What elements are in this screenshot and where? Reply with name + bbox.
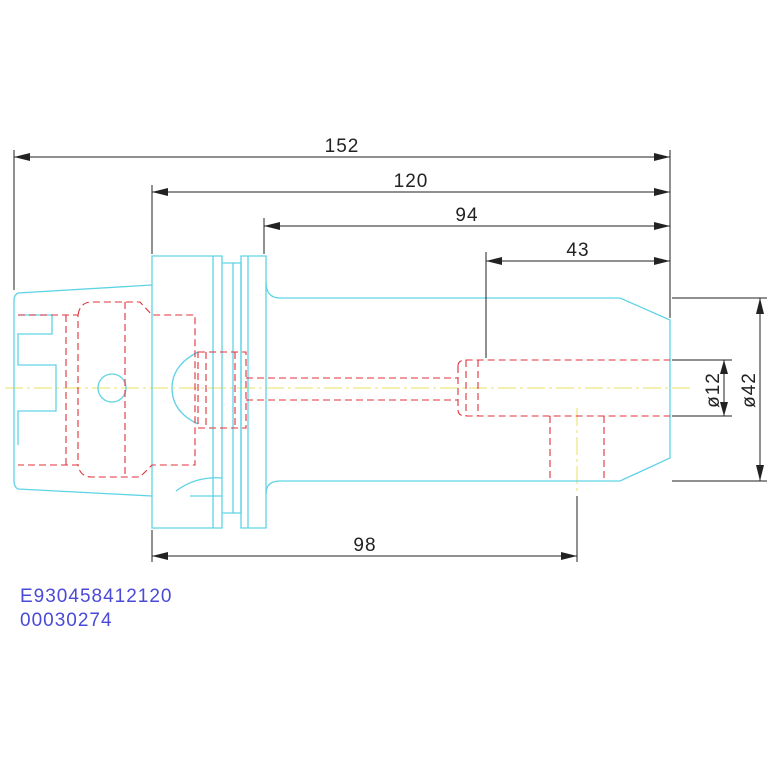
dim-label-98: 98 [353,535,376,556]
dim-label-bore-diameter: ø12 [703,372,724,408]
dimension-geometry [13,150,767,562]
dim-label-152: 152 [325,136,360,157]
order-code: 00030274 [20,610,113,631]
article-number: E930458412120 [20,586,173,607]
dim-label-94: 94 [455,205,478,226]
dim-label-outer-diameter: ø42 [739,372,760,408]
dim-label-43: 43 [566,240,589,261]
dim-label-120: 120 [394,171,429,192]
hidden-lines [18,301,670,481]
tool-holder-outline [13,255,671,529]
